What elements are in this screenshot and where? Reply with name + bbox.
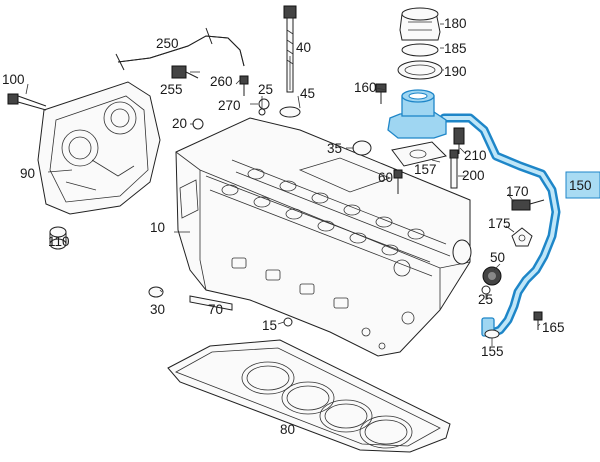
seal-25-upper[interactable]	[258, 108, 266, 116]
side-cover	[452, 239, 472, 265]
seal-190[interactable]	[397, 60, 443, 80]
ring-185[interactable]	[401, 43, 439, 57]
plug-15[interactable]	[283, 317, 293, 327]
label-60[interactable]: 60	[378, 170, 393, 185]
head-gasket[interactable]	[167, 339, 451, 453]
bracket-175[interactable]	[511, 227, 533, 247]
bolt-160[interactable]	[375, 83, 387, 104]
hose-250[interactable]	[115, 27, 245, 71]
label-90[interactable]: 90	[20, 166, 35, 181]
bolt-260[interactable]	[239, 75, 249, 96]
head-bolt-40[interactable]	[283, 5, 297, 93]
pin-70[interactable]	[189, 295, 233, 311]
label-10[interactable]: 10	[150, 220, 165, 235]
seal-20[interactable]	[192, 118, 204, 130]
part-150-label-box[interactable]	[565, 171, 600, 199]
label-70[interactable]: 70	[208, 302, 223, 317]
label-80[interactable]: 80	[280, 422, 295, 437]
sensor-255[interactable]	[171, 65, 199, 79]
label-180[interactable]: 180	[444, 16, 467, 31]
label-255[interactable]: 255	[160, 82, 183, 97]
label-100[interactable]: 100	[2, 72, 25, 87]
gasket-157[interactable]	[391, 141, 447, 167]
washer-45[interactable]	[279, 106, 301, 118]
label-25-upper[interactable]: 25	[258, 82, 273, 97]
washer-270[interactable]	[258, 98, 270, 110]
bolt-100[interactable]	[7, 93, 47, 111]
cap-50[interactable]	[482, 266, 502, 286]
seal-30[interactable]	[148, 286, 164, 298]
label-150[interactable]: 150	[569, 178, 592, 193]
label-20[interactable]: 20	[172, 116, 187, 131]
label-160[interactable]: 160	[354, 80, 377, 95]
label-15[interactable]: 15	[262, 318, 277, 333]
bolt-165[interactable]	[533, 311, 543, 330]
bolt-200[interactable]	[449, 149, 459, 189]
label-40[interactable]: 40	[296, 40, 311, 55]
label-50[interactable]: 50	[490, 250, 505, 265]
cap-180[interactable]	[399, 7, 441, 41]
part-labels: 10 15 20 25 25 30 35 40 45 50 60 70 80 9…	[2, 16, 592, 437]
label-270[interactable]: 270	[218, 98, 241, 113]
label-250[interactable]: 250	[156, 36, 179, 51]
cap-35[interactable]	[352, 140, 372, 156]
label-45[interactable]: 45	[300, 86, 315, 101]
label-175[interactable]: 175	[488, 216, 511, 231]
label-200[interactable]: 200	[462, 168, 485, 183]
label-155[interactable]: 155	[481, 344, 504, 359]
sensor-210[interactable]	[453, 127, 465, 154]
label-170[interactable]: 170	[506, 184, 529, 199]
plug-110[interactable]	[49, 226, 67, 250]
label-185[interactable]: 185	[444, 41, 467, 56]
clamp-170[interactable]	[511, 199, 545, 211]
timing-cover[interactable]	[37, 81, 161, 215]
label-260[interactable]: 260	[210, 74, 233, 89]
label-110[interactable]: 110	[48, 234, 70, 249]
label-165[interactable]: 165	[542, 320, 565, 335]
label-35[interactable]: 35	[327, 141, 342, 156]
label-25-lower[interactable]: 25	[478, 292, 493, 307]
label-30[interactable]: 30	[150, 302, 165, 317]
label-157[interactable]: 157	[414, 162, 437, 177]
washer-155[interactable]	[484, 329, 500, 339]
label-190[interactable]: 190	[444, 64, 467, 79]
label-210[interactable]: 210	[464, 148, 487, 163]
coolant-pipe-150[interactable]	[387, 89, 561, 339]
leader-lines	[25, 23, 541, 346]
